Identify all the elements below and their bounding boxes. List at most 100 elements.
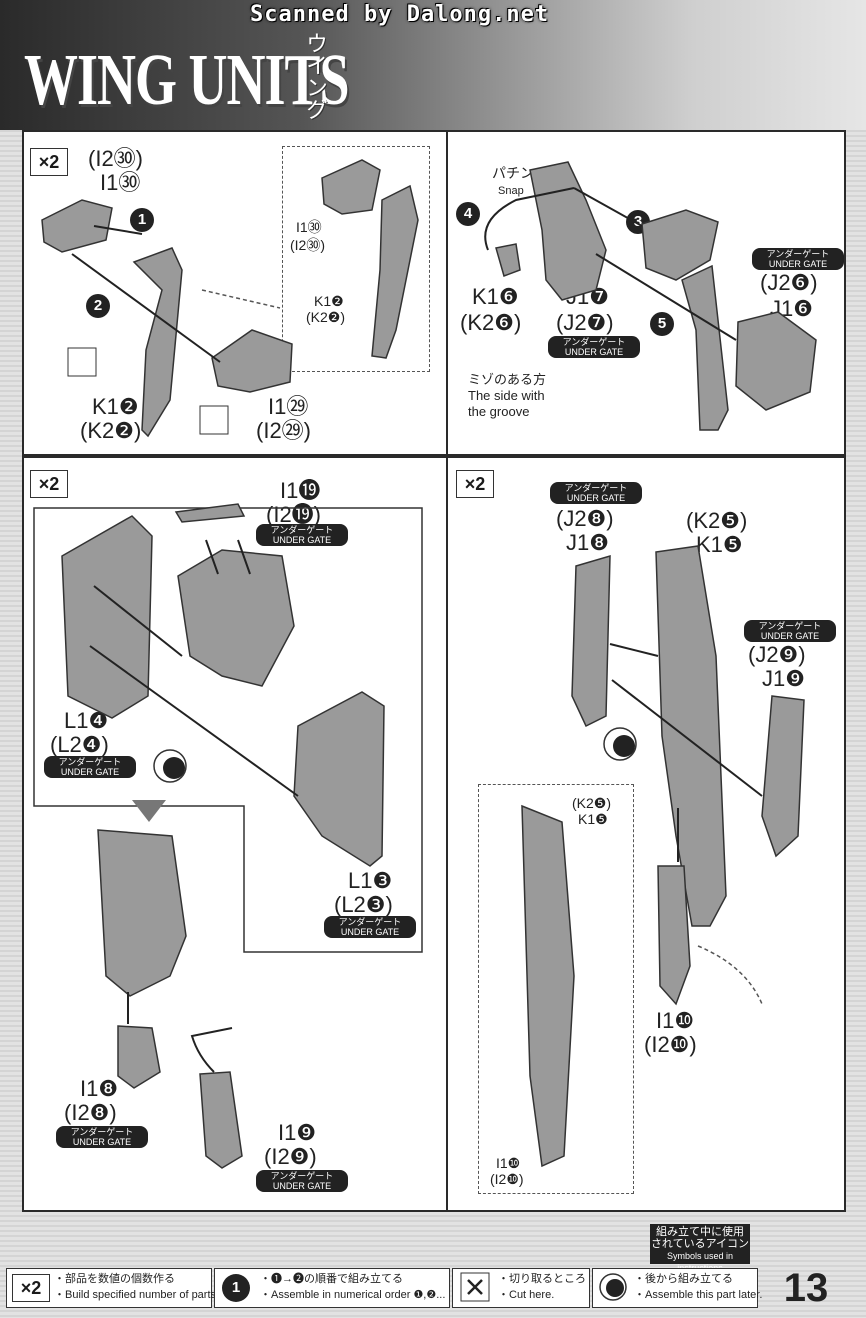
part-label: (J2❾) [748, 642, 806, 667]
under-gate-tag: アンダーゲート UNDER GATE [550, 482, 642, 504]
part-shape [735, 311, 817, 411]
part-shape [655, 545, 727, 927]
part-label: (I2❿) [644, 1032, 697, 1057]
panel3-parts-illustration [33, 503, 423, 1169]
part-label: K1❺ [696, 532, 743, 557]
panel1-parts-illustration [41, 159, 419, 438]
part-label: (I2⓳) [266, 502, 322, 527]
part-shape [61, 515, 153, 719]
part-label: (K2❻) [460, 310, 522, 335]
part-label: (K2❺) [572, 795, 611, 811]
detail-inset [478, 784, 634, 1194]
part-shape [521, 804, 575, 1168]
part-label: I1⓳ [280, 478, 321, 503]
part-label: J1❽ [566, 530, 609, 555]
part-label: (I2❽) [64, 1100, 117, 1125]
groove-note-en: the groove [468, 404, 530, 419]
part-shape [132, 247, 183, 438]
multiplier-badge: ×2 [30, 148, 68, 176]
snap-label-jp: パチン [492, 165, 534, 181]
part-label: (K2❷) [80, 418, 142, 443]
part-label: K1❻ [472, 284, 519, 309]
step-order-icon: 1 [222, 1274, 250, 1302]
detail-inset [282, 146, 430, 372]
part-shape [761, 695, 805, 858]
part-shape [97, 829, 187, 997]
part-shape [174, 503, 246, 523]
part-label: K1❷ [92, 394, 139, 419]
part-label: (J2❽) [556, 506, 614, 531]
part-shape [211, 329, 293, 393]
step-number: 5 [650, 312, 674, 336]
part-shape [571, 554, 611, 728]
panel4-parts-illustration [521, 545, 805, 1168]
part-label: I1㉚ [100, 170, 141, 195]
page-subtitle-jp: ウイング [302, 32, 327, 120]
part-label: I1❽ [80, 1076, 119, 1101]
under-gate-tag: アンダーゲート UNDER GATE [752, 248, 844, 270]
groove-note-en: The side with [468, 388, 545, 403]
scan-credit: Scanned by Dalong.net [250, 2, 550, 27]
symbols-legend-title: 組み立て中に使用 されているアイコン Symbols used in instr… [650, 1224, 750, 1273]
part-label: (I2㉙) [256, 418, 312, 443]
part-label: L1❸ [348, 868, 393, 893]
part-shape [41, 199, 113, 253]
part-label: I1❿ [656, 1008, 695, 1033]
legend-text-en: ・Assemble in numerical order ❶,❷... [260, 1289, 446, 1301]
step-number: 4 [456, 202, 480, 226]
under-gate-tag: アンダーゲート UNDER GATE [548, 336, 640, 358]
multiplier-badge: ×2 [12, 1274, 50, 1302]
assemble-later-icon [599, 1273, 627, 1301]
part-label: K1❷ [314, 293, 344, 309]
legend-text-en: ・Cut here. [498, 1289, 555, 1301]
part-label: (K2❺) [686, 508, 748, 533]
legend-text-jp: ・切り取るところ [498, 1273, 586, 1285]
step-number: 1 [130, 208, 154, 232]
part-shape [529, 161, 607, 301]
legend-text-jp: ・後から組み立てる [634, 1273, 733, 1285]
part-shape [199, 1071, 243, 1169]
part-label: (L2❹) [50, 732, 109, 757]
legend-title-jp: 組み立て中に使用 [656, 1226, 744, 1238]
groove-note-jp: ミゾのある方 [468, 372, 547, 387]
part-shape [293, 691, 385, 867]
part-label: (I2❾) [264, 1144, 317, 1169]
under-gate-tag: アンダーゲート UNDER GATE [744, 620, 836, 642]
part-label: (J2❼) [556, 310, 614, 335]
part-shape [657, 865, 691, 1006]
part-label: I1❾ [278, 1120, 317, 1145]
legend-text-jp: ・部品を数値の個数作る [54, 1273, 175, 1285]
legend-text-en: ・Assemble this part later. [634, 1289, 763, 1301]
part-label: (L2❸) [334, 892, 393, 917]
panel2-parts-illustration [484, 161, 817, 431]
part-label: (I2❿) [490, 1171, 524, 1187]
under-gate-tag: アンダーゲート UNDER GATE [56, 1126, 148, 1148]
part-shape [641, 209, 719, 281]
part-shape [681, 264, 729, 431]
under-gate-tag: アンダーゲート UNDER GATE [324, 916, 416, 938]
part-shape [321, 159, 381, 215]
part-label: I1❿ [496, 1155, 521, 1171]
part-label: (K2❷) [306, 309, 345, 325]
step-number: 2 [86, 294, 110, 318]
multiplier-badge: ×2 [456, 470, 494, 498]
under-gate-tag: アンダーゲート UNDER GATE [256, 1170, 348, 1192]
part-label: (I2㉚) [88, 146, 144, 171]
part-shape [117, 1025, 161, 1089]
header-banner [0, 0, 866, 130]
part-label: J1❾ [762, 666, 805, 691]
part-shape [177, 549, 295, 687]
legend-order [214, 1268, 450, 1308]
page-number: 13 [783, 1266, 829, 1310]
under-gate-tag: アンダーゲート UNDER GATE [44, 756, 136, 778]
legend-text-jp: ・❶→❷の順番で組み立てる [260, 1273, 403, 1285]
part-shape [371, 184, 419, 359]
legend-title-jp: されているアイコン [650, 1238, 750, 1250]
page-title: WING UNITS [24, 39, 350, 121]
under-gate-tag: アンダーゲート UNDER GATE [256, 524, 348, 546]
legend-text-en: ・Build specified number of parts. [54, 1289, 220, 1301]
part-label: (I2㉚) [290, 237, 325, 253]
part-label: I1㉙ [268, 394, 309, 419]
part-label: K1❺ [578, 811, 608, 827]
cutter-icon [460, 1272, 490, 1302]
